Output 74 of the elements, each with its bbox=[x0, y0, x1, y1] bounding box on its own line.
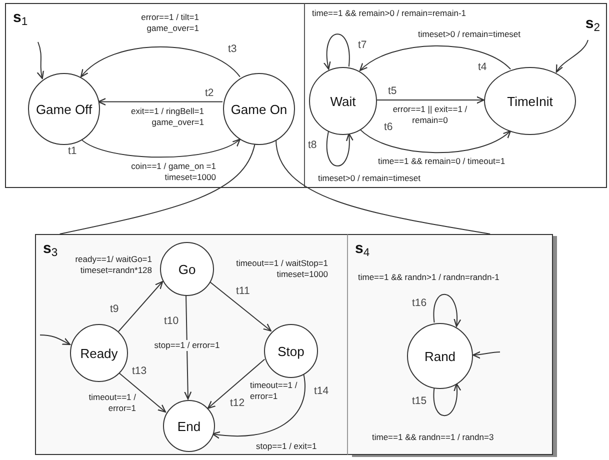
region-panel bbox=[305, 3, 607, 188]
edge-label: time==1 && remain>0 / remain=remain-1 bbox=[312, 8, 466, 19]
edge-label: error==1 || exit==1 / remain=0 bbox=[392, 104, 468, 126]
edge-label: time==1 && randn==1 / randn=3 bbox=[372, 432, 494, 443]
edge-label: ready==1/ waitGo=1 timeset=randn*128 bbox=[74, 254, 152, 276]
connector-line bbox=[59, 143, 256, 234]
transition-name: t5 bbox=[388, 86, 397, 97]
transition-arrow bbox=[118, 280, 164, 332]
transition-arrow bbox=[98, 98, 224, 106]
transition-arrow bbox=[80, 46, 240, 78]
edge-label: timeset>0 / remain=timeset bbox=[418, 29, 521, 40]
transition-arrow bbox=[433, 294, 461, 327]
region-label: s$_{2}$ bbox=[585, 16, 600, 32]
state-label: Rand bbox=[423, 348, 457, 364]
region-label: s$_{4}$ bbox=[355, 241, 370, 257]
edge-label: exit==1 / ringBell=1 game_over=1 bbox=[130, 106, 204, 128]
transition-arrow bbox=[359, 45, 512, 72]
transition-name: t10 bbox=[164, 316, 179, 327]
transition-arrow bbox=[208, 281, 272, 332]
state-circle bbox=[70, 324, 128, 382]
connector-line bbox=[276, 138, 491, 234]
state-label: Wait bbox=[329, 94, 357, 108]
edge-label: stop==1 / exit=1 bbox=[256, 441, 317, 452]
edge-label: time==1 && randn>1 / randn=randn-1 bbox=[358, 272, 500, 283]
state-circle bbox=[264, 324, 318, 378]
state-label: End bbox=[176, 418, 202, 434]
edge-label: time==1 && remain=0 / timeout=1 bbox=[378, 156, 506, 167]
state-label: Game On bbox=[230, 102, 288, 116]
transition-arrow bbox=[212, 372, 306, 438]
region-label: s$_{3}$ bbox=[43, 241, 58, 257]
transition-arrow bbox=[80, 138, 241, 158]
edge-label: timeout==1 / error=1 bbox=[250, 380, 298, 402]
edge-label: coin==1 / game_on =1 timeset=1000 bbox=[130, 161, 216, 183]
state-label: Game Off bbox=[34, 102, 94, 116]
transition-name: t7 bbox=[358, 40, 367, 51]
edge-label: timeset>0 / remain=timeset bbox=[318, 173, 421, 184]
transition-arrow bbox=[184, 294, 192, 400]
initial-arrow bbox=[37, 42, 44, 80]
edge-label: stop==1 / error=1 bbox=[152, 340, 222, 351]
initial-arrow bbox=[40, 334, 71, 346]
transition-name: t3 bbox=[228, 44, 237, 55]
transition-name: t4 bbox=[478, 62, 487, 73]
transition-arrow bbox=[207, 358, 266, 409]
edge-label: timeout==1 / waitStop=1 timeset=1000 bbox=[235, 258, 328, 280]
transition-arrow bbox=[118, 372, 166, 413]
edge-label: timeout==1 / error=1 bbox=[88, 392, 136, 414]
transition-arrow bbox=[376, 96, 485, 104]
transition-name: t15 bbox=[412, 396, 427, 407]
transition-name: t11 bbox=[236, 286, 250, 297]
edge-label: error==1 / tilt=1 game_over=1 bbox=[140, 12, 199, 34]
region-panel bbox=[5, 3, 305, 188]
state-label: Ready bbox=[79, 346, 119, 360]
transition-name: t9 bbox=[110, 304, 119, 315]
transition-arrow bbox=[433, 383, 461, 416]
state-label: TimeInit bbox=[506, 94, 554, 108]
transition-name: t12 bbox=[230, 398, 245, 409]
transition-name: t1 bbox=[68, 146, 77, 157]
state-circle bbox=[160, 242, 214, 296]
transition-name: t2 bbox=[205, 88, 214, 99]
state-label: Go bbox=[177, 262, 197, 276]
region-label: s$_{1}$ bbox=[13, 10, 28, 26]
state-label: Stop bbox=[276, 344, 306, 358]
transition-name: t14 bbox=[314, 386, 329, 397]
transition-name: t6 bbox=[384, 122, 393, 133]
transition-name: t13 bbox=[132, 366, 147, 377]
transition-name: t16 bbox=[412, 298, 427, 309]
transition-arrow bbox=[326, 130, 353, 166]
initial-arrow bbox=[556, 40, 588, 73]
transition-name: t8 bbox=[308, 140, 317, 151]
transition-arrow bbox=[324, 34, 350, 70]
initial-arrow bbox=[472, 351, 500, 359]
state-circle bbox=[163, 400, 215, 452]
region-panel bbox=[35, 234, 348, 455]
transition-arrow bbox=[360, 128, 512, 154]
